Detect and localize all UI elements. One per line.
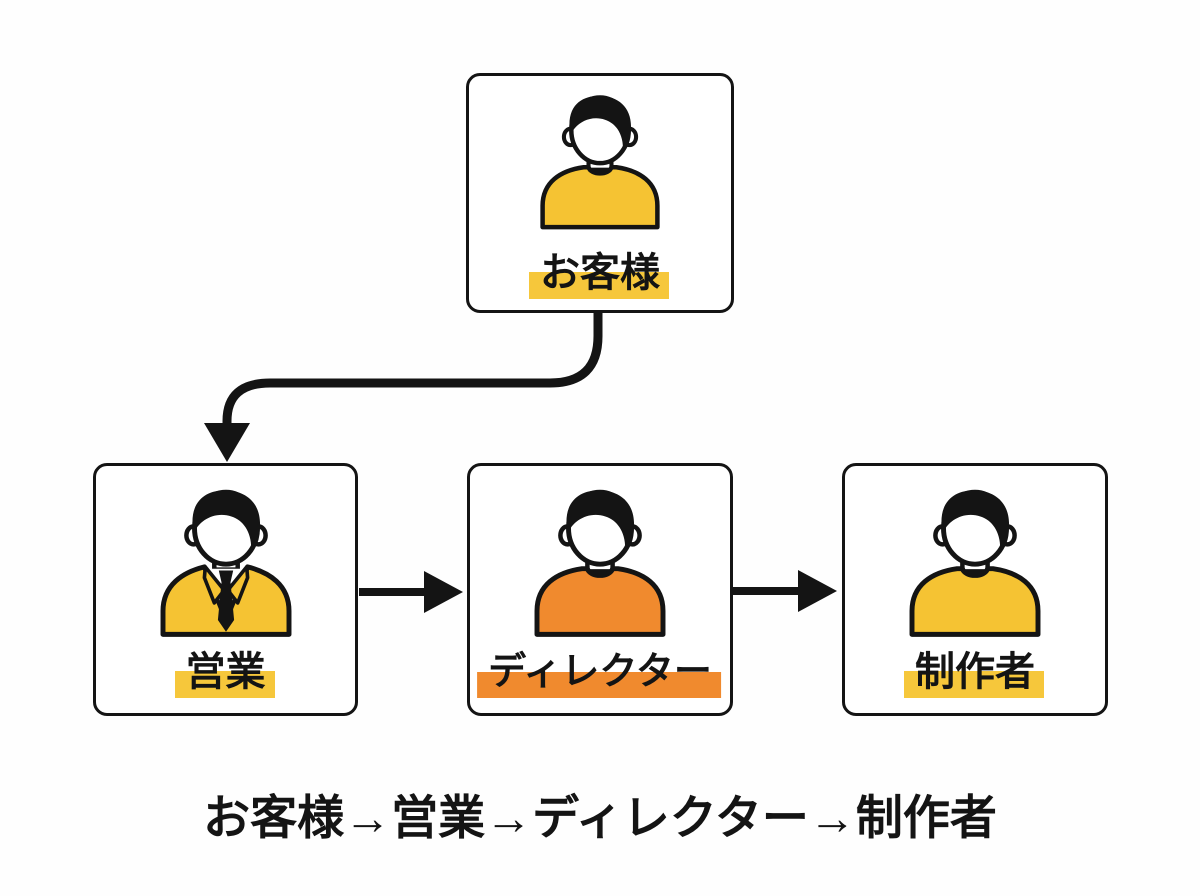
node-label: 営業 — [185, 650, 266, 694]
node-label-wrap: ディレクター — [477, 651, 721, 699]
arrowhead-right-icon — [424, 571, 463, 613]
person-shirt — [540, 165, 660, 230]
person-lapel-left — [202, 565, 226, 605]
label-highlight — [477, 672, 721, 699]
person-hair — [569, 95, 632, 149]
person-tie — [217, 570, 234, 632]
node-label-wrap: 制作者 — [904, 650, 1044, 699]
person-shirt — [909, 566, 1041, 637]
node-label-wrap: 営業 — [174, 650, 275, 699]
arrow-customer-to-sales — [204, 311, 603, 462]
person-orange-shirt-icon — [534, 489, 666, 637]
label-highlight — [529, 272, 669, 300]
flow-caption: お客様→営業→ディレクター→制作者 — [203, 791, 997, 844]
person-hair — [566, 490, 635, 548]
person-suit-tie-icon — [160, 489, 291, 637]
node-label: ディレクター — [488, 651, 712, 694]
arrowhead-right-icon — [798, 570, 837, 612]
arrow-director-to-creator — [733, 570, 837, 612]
person-shirt — [534, 566, 666, 637]
arrowhead-down-icon — [204, 423, 250, 462]
person-lapel-right — [225, 565, 249, 605]
node-director: ディレクター — [467, 463, 733, 716]
node-label: 制作者 — [915, 650, 1035, 694]
person-hair — [191, 490, 260, 548]
person-hair — [941, 490, 1010, 548]
node-customer: お客様 — [466, 73, 734, 313]
arrow-sales-to-director — [359, 571, 463, 613]
label-highlight — [174, 671, 275, 699]
person-yellow-shirt-icon — [540, 95, 660, 230]
person-yellow-shirt-icon — [909, 489, 1041, 637]
node-label: お客様 — [540, 251, 660, 295]
node-sales: 営業 — [93, 463, 358, 716]
node-creator: 制作者 — [842, 463, 1108, 716]
label-highlight — [904, 671, 1044, 699]
node-label-wrap: お客様 — [529, 251, 669, 300]
